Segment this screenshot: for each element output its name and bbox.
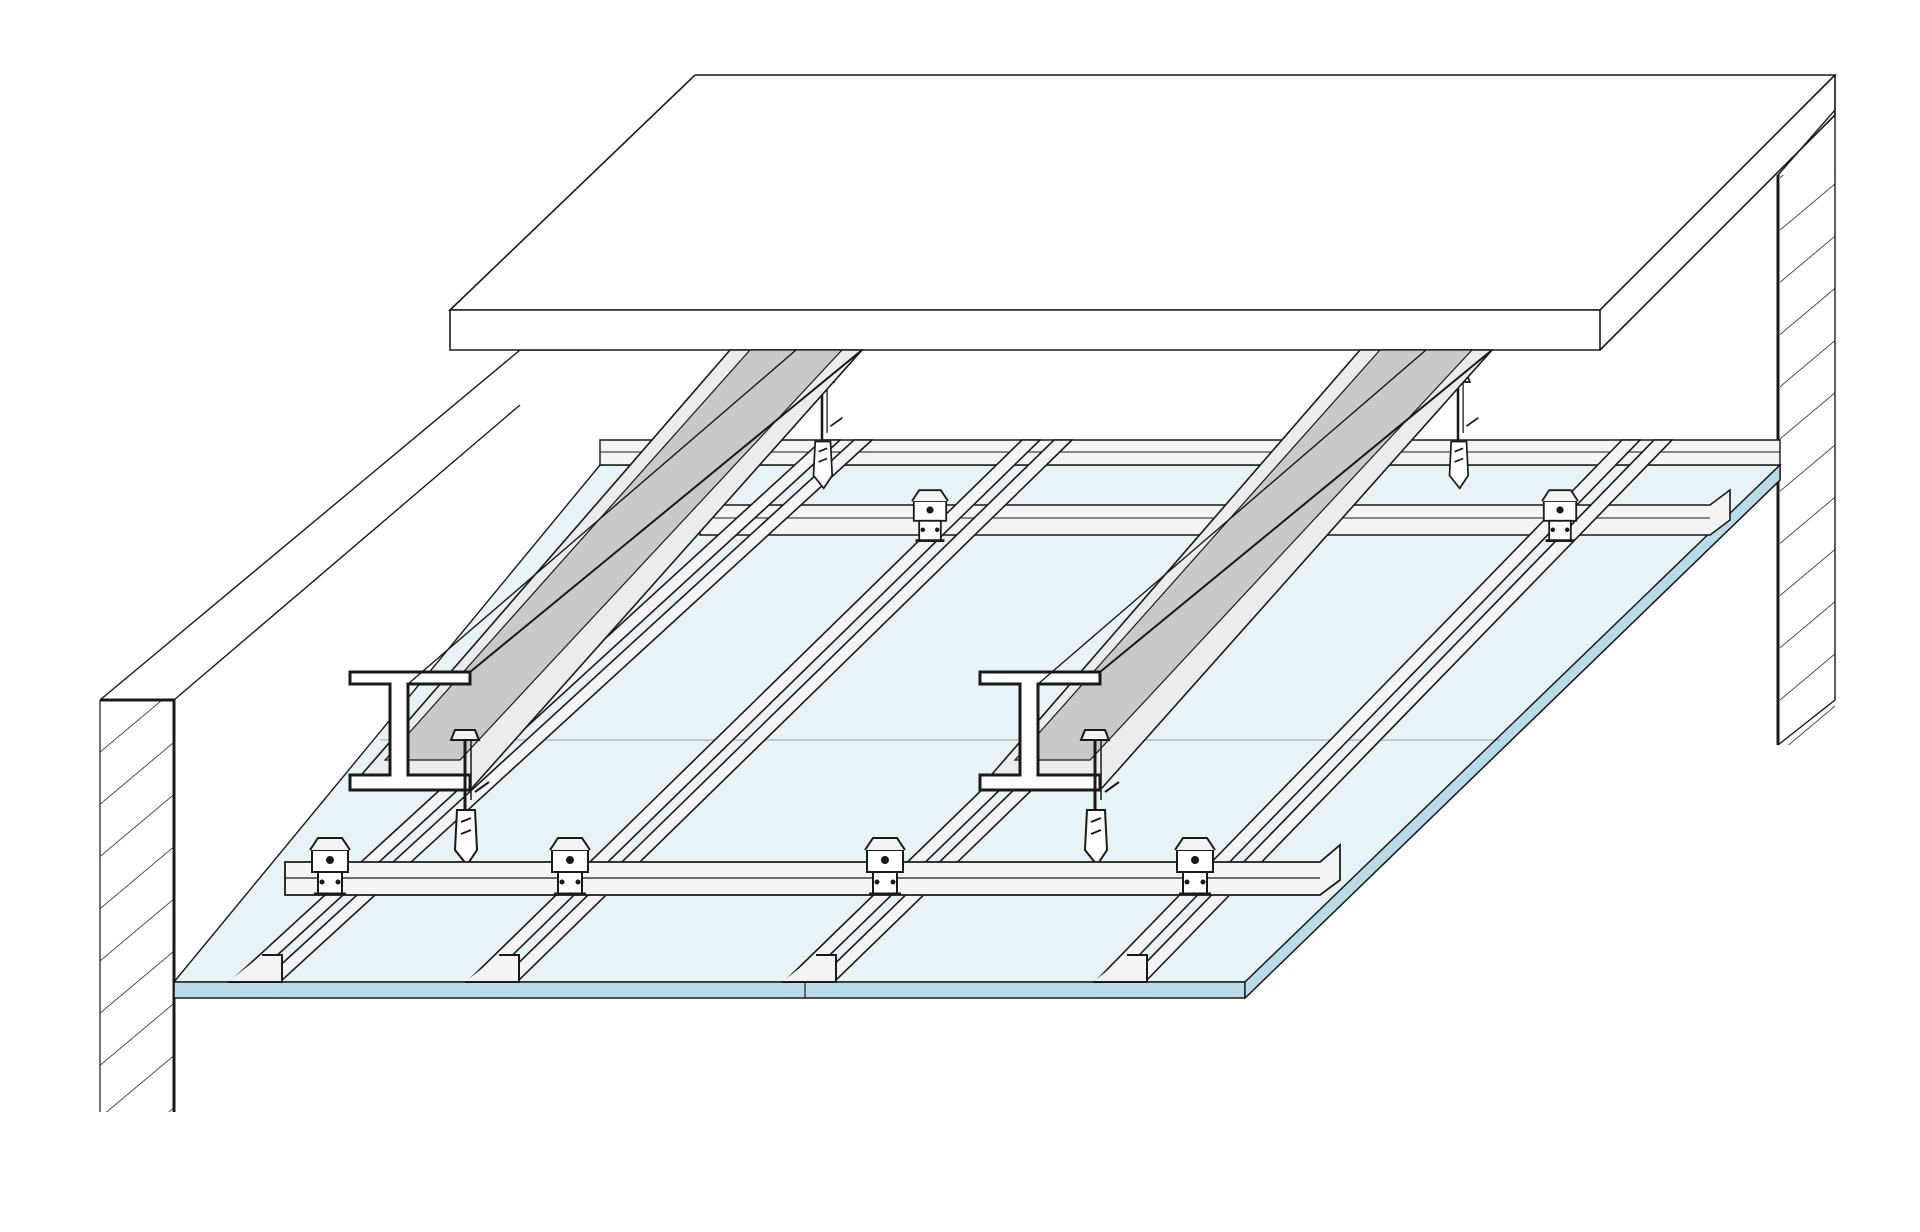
concrete-slab [448, 74, 1837, 351]
brick-hatch-icon [1780, 175, 1835, 745]
main-carrier-front [284, 843, 1341, 896]
ceiling-profile [1093, 439, 1674, 983]
steel-beam-left [348, 349, 864, 792]
ceiling-profile [465, 439, 1074, 983]
right-wall [1776, 108, 1836, 746]
main-carrier-back [699, 488, 1731, 536]
steel-beam-right [978, 349, 1494, 792]
brick-hatch-icon [100, 700, 174, 1112]
